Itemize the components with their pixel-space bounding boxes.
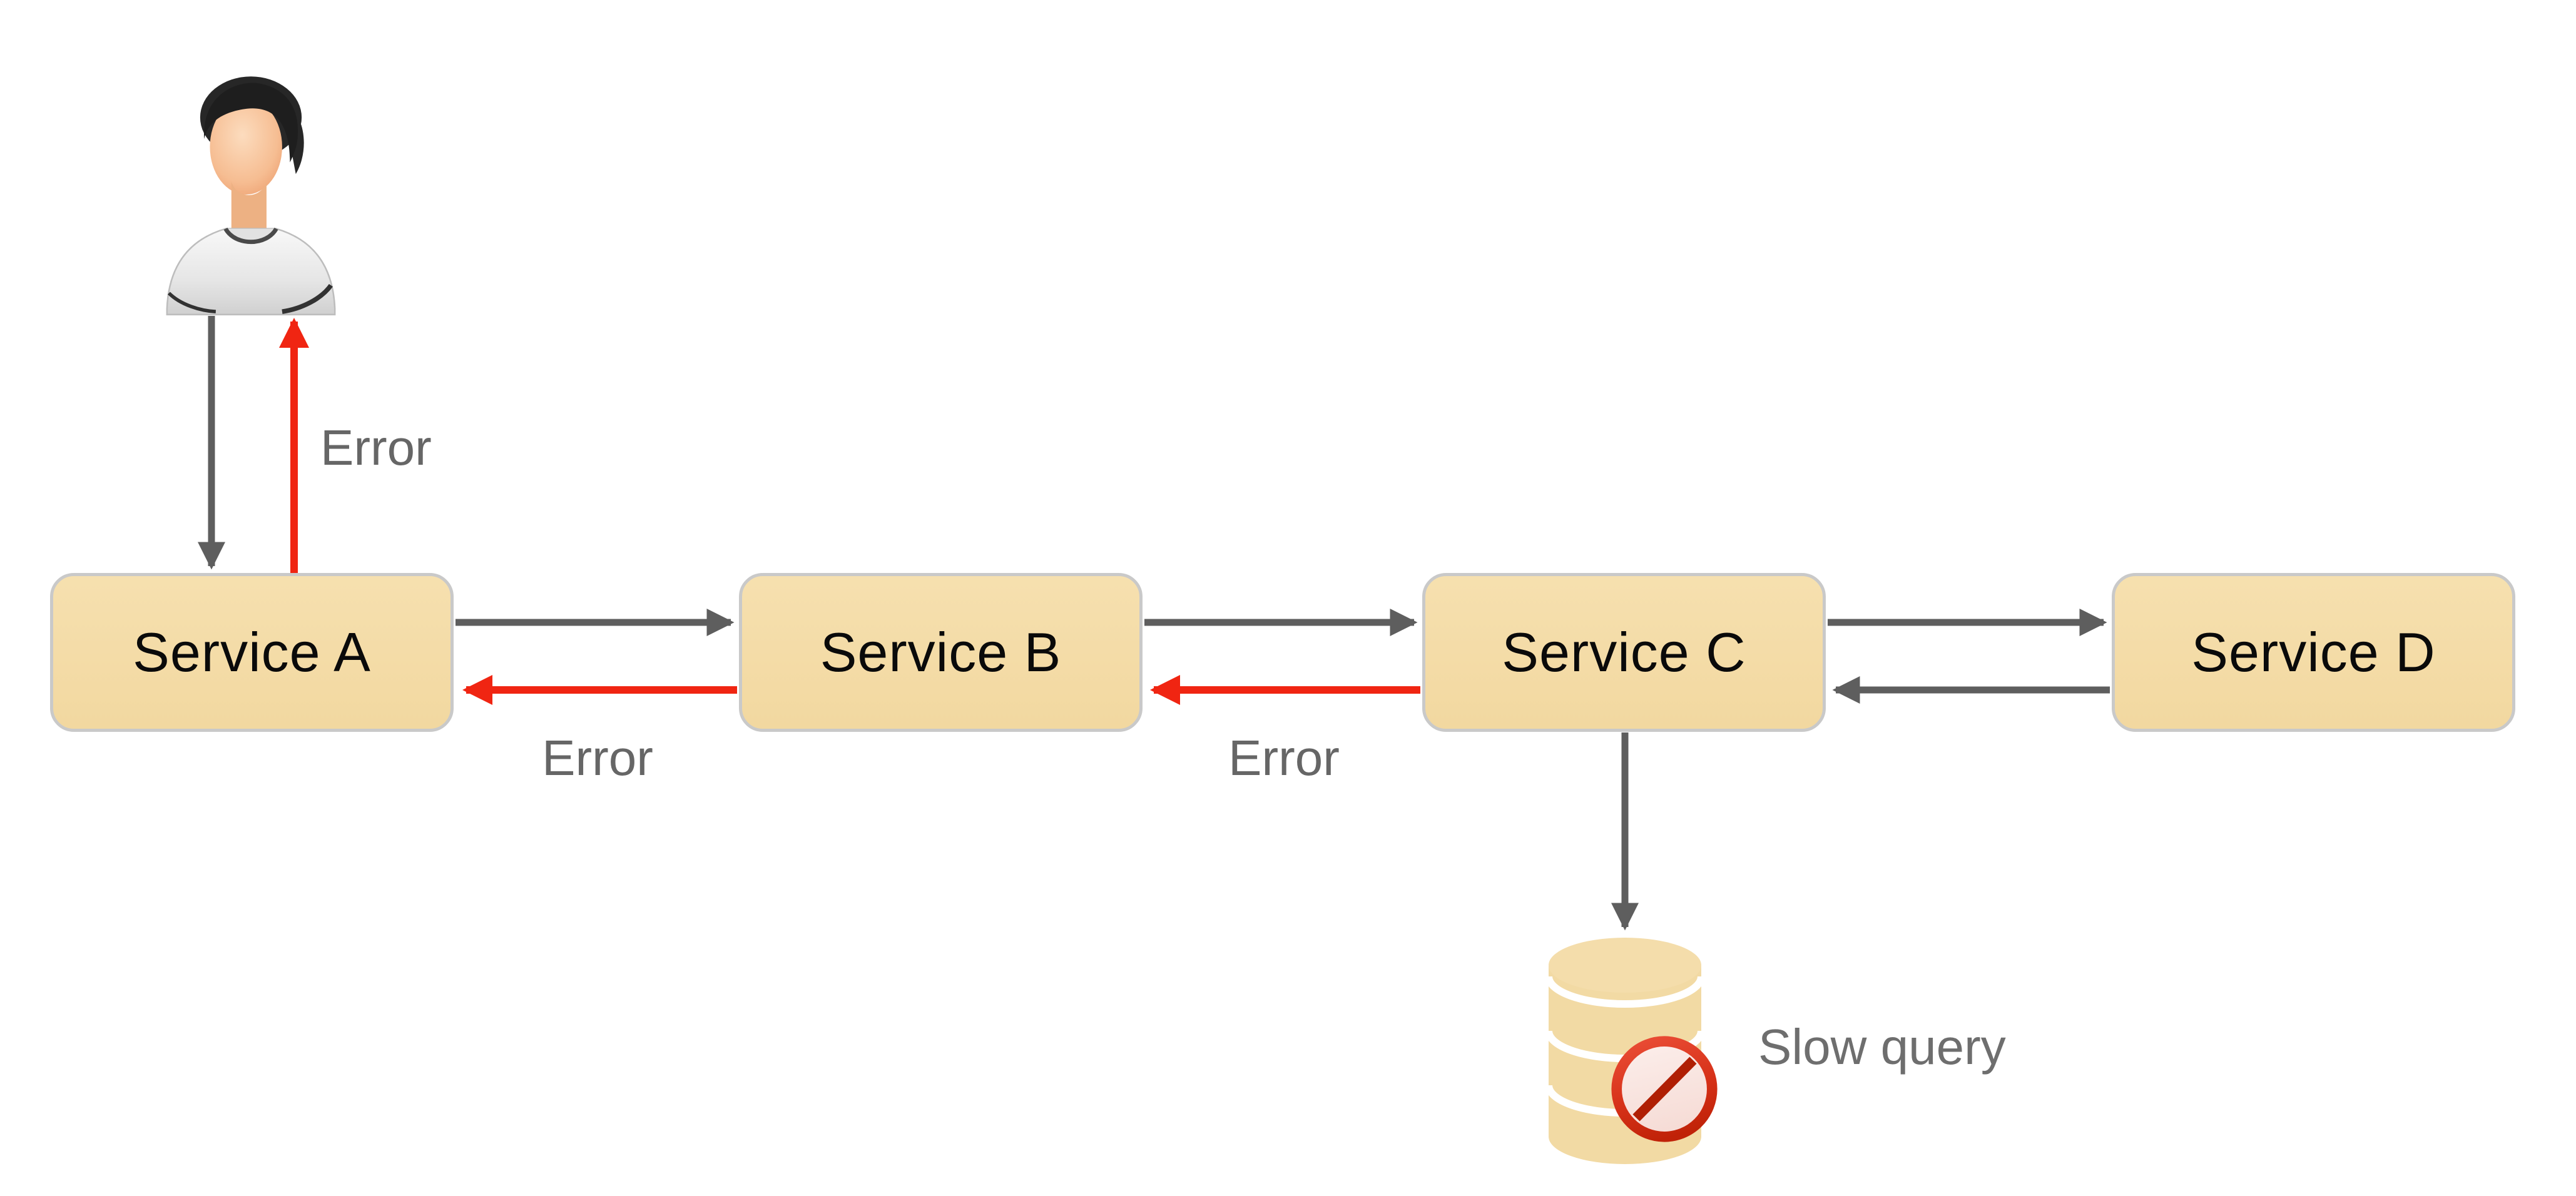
user-sleeve-left [167,291,216,314]
node-service-d: Service D [2112,573,2515,732]
error-label-c-to-b: Error [1228,730,1340,786]
error-label-a-to-user: Error [320,420,432,475]
user-face [210,99,282,195]
user-collar [223,227,278,244]
error-label-b-to-a: Error [542,730,653,786]
user-neck [231,181,267,233]
blocked-sign-icon [1611,1036,1718,1142]
node-service-b-label: Service B [820,621,1062,683]
user-sleeve-right [282,283,333,314]
node-service-d-label: Service D [2191,621,2436,683]
user-hair-front [204,83,298,163]
user-icon [166,76,336,316]
node-service-a: Service A [50,573,454,732]
node-service-c: Service C [1422,573,1826,732]
node-service-a-label: Service A [133,621,371,683]
database-top [1549,938,1701,993]
node-service-b: Service B [739,573,1143,732]
slow-query-label: Slow query [1758,1019,2006,1075]
database-separator-1 [1547,976,1703,1008]
user-torso [166,228,336,316]
node-service-c-label: Service C [1502,621,1746,683]
blocked-sign-slash [1632,1057,1697,1122]
